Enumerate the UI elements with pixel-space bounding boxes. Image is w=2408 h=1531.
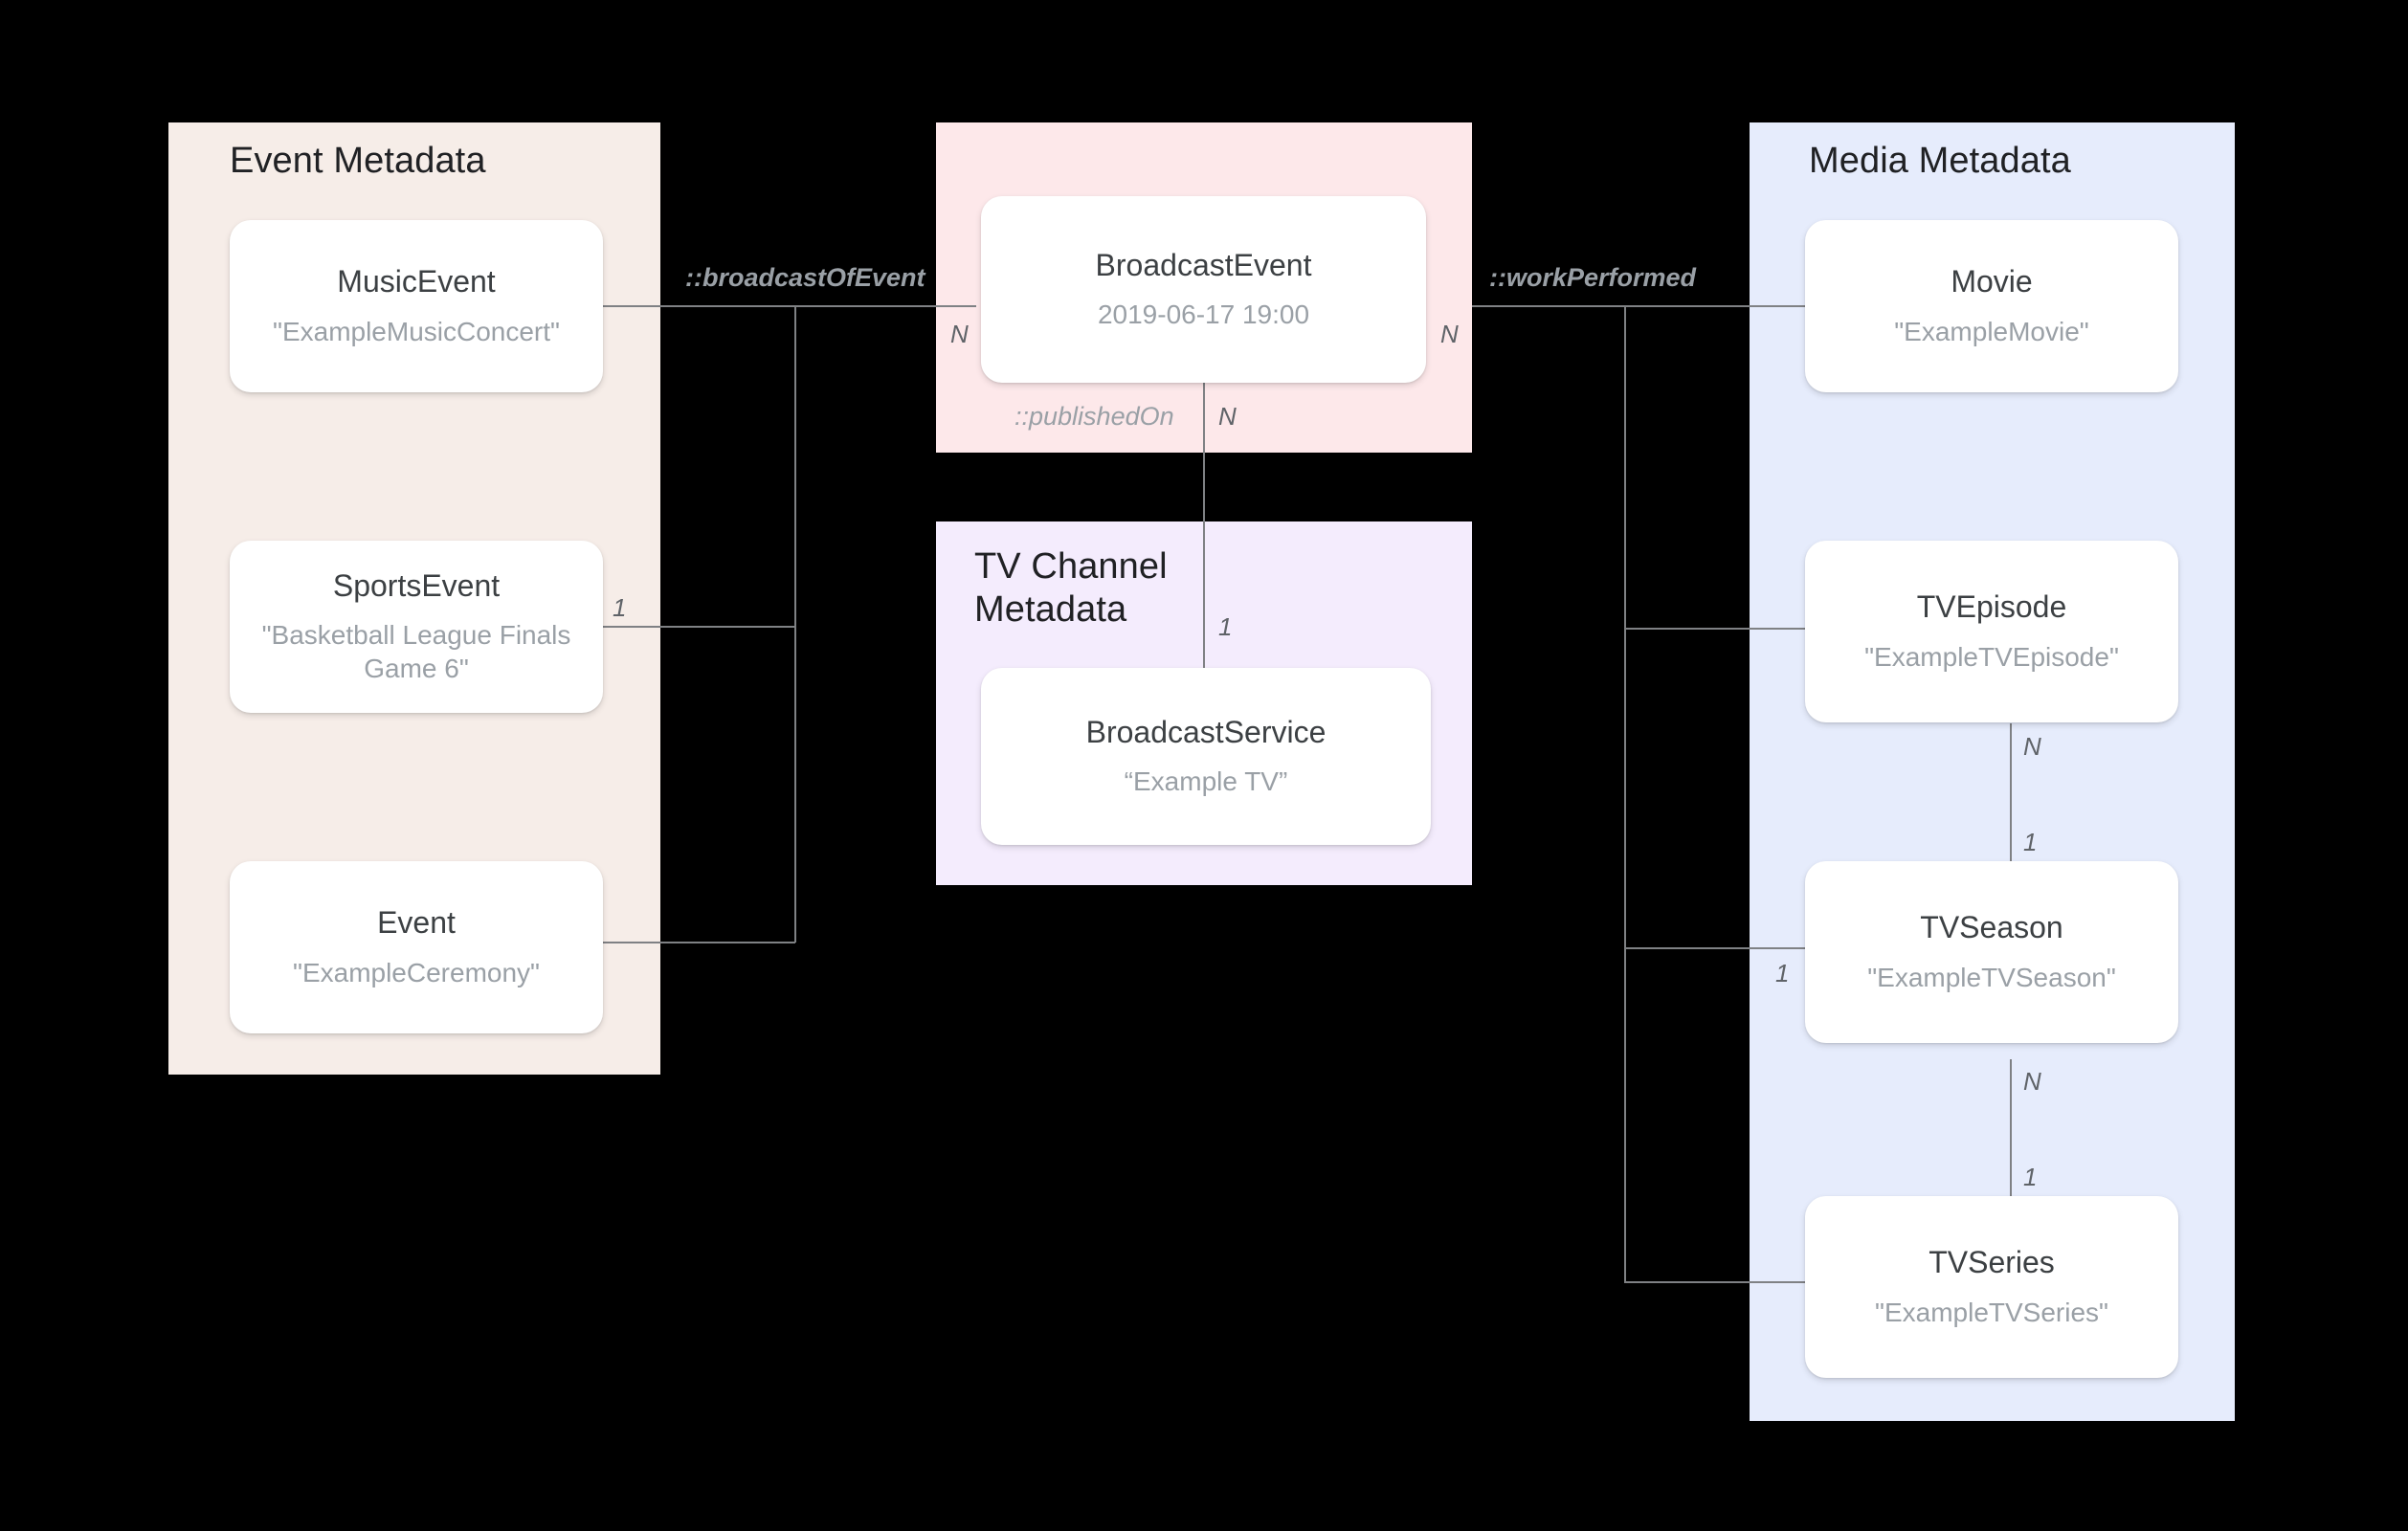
entity-value-tv-episode: "ExampleTVEpisode" xyxy=(1864,641,2119,672)
entity-card-tv-season[interactable]: TVSeason "ExampleTVSeason" xyxy=(1805,861,2178,1043)
connector-work-performed-main xyxy=(1472,305,1625,307)
multiplicity-broadcast-event-right: N xyxy=(1440,320,1459,348)
multiplicity-season-in-series-target: 1 xyxy=(2023,1163,2038,1191)
connector-work-performed-bus xyxy=(1624,306,1626,1283)
entity-type-broadcast-service: BroadcastService xyxy=(1085,714,1327,749)
connector-broadcast-of-event-main xyxy=(794,305,976,307)
group-tv-channel-metadata-title: TV Channel Metadata xyxy=(974,546,1168,630)
entity-card-movie[interactable]: Movie "ExampleMovie" xyxy=(1805,220,2178,392)
entity-card-broadcast-service[interactable]: BroadcastService “Example TV” xyxy=(981,668,1431,845)
entity-value-event: "ExampleCeremony" xyxy=(293,957,540,987)
connector-tv-episode-stub xyxy=(1624,628,1806,630)
entity-value-broadcast-event: 2019-06-17 19:00 xyxy=(1097,300,1310,330)
connector-season-series xyxy=(2010,1059,2012,1217)
entity-type-event: Event xyxy=(377,905,456,941)
entity-card-sports-event[interactable]: SportsEvent "Basketball League Finals Ga… xyxy=(230,541,603,713)
connector-tv-series-stub xyxy=(1624,1281,1806,1283)
connector-tv-season-stub xyxy=(1624,947,1806,949)
connector-broadcast-of-event-bus xyxy=(794,306,796,943)
entity-type-broadcast-event: BroadcastEvent xyxy=(1095,247,1312,282)
entity-card-music-event[interactable]: MusicEvent "ExampleMusicConcert" xyxy=(230,220,603,392)
multiplicity-season-in-series-source: N xyxy=(2023,1067,2041,1096)
entity-card-event[interactable]: Event "ExampleCeremony" xyxy=(230,861,603,1033)
connector-music-event-stub xyxy=(602,305,795,307)
group-media-metadata-title: Media Metadata xyxy=(1809,141,2071,181)
connector-published-on xyxy=(1203,381,1205,668)
connector-movie-stub xyxy=(1624,305,1806,307)
connector-sports-event-stub xyxy=(602,626,795,628)
multiplicity-tv-season-work-performed: 1 xyxy=(1775,959,1790,987)
entity-type-tv-season: TVSeason xyxy=(1920,910,2063,945)
multiplicity-episode-in-season-target: 1 xyxy=(2023,828,2038,856)
entity-value-tv-series: "ExampleTVSeries" xyxy=(1875,1297,2108,1327)
entity-card-broadcast-event[interactable]: BroadcastEvent 2019-06-17 19:00 xyxy=(981,196,1426,383)
group-event-metadata-title: Event Metadata xyxy=(230,141,486,181)
relationship-label-work-performed: ::workPerformed xyxy=(1489,263,1697,292)
entity-card-tv-episode[interactable]: TVEpisode "ExampleTVEpisode" xyxy=(1805,541,2178,722)
connector-event-stub xyxy=(602,942,795,943)
relationship-label-published-on: ::publishedOn xyxy=(1014,402,1174,431)
entity-value-sports-event: "Basketball League Finals Game 6" xyxy=(261,620,571,684)
entity-type-music-event: MusicEvent xyxy=(337,264,496,300)
entity-type-sports-event: SportsEvent xyxy=(332,568,501,604)
entity-value-movie: "ExampleMovie" xyxy=(1894,316,2089,346)
multiplicity-sports-event-to-broadcast: 1 xyxy=(613,593,627,622)
relationship-label-broadcast-of-event: ::broadcastOfEvent xyxy=(685,263,925,292)
entity-value-music-event: "ExampleMusicConcert" xyxy=(273,316,560,346)
entity-value-broadcast-service: “Example TV” xyxy=(1124,766,1288,797)
multiplicity-published-on-target: 1 xyxy=(1218,612,1233,641)
entity-type-tv-episode: TVEpisode xyxy=(1916,589,2067,625)
multiplicity-published-on-source: N xyxy=(1218,402,1237,431)
multiplicity-broadcast-event-left: N xyxy=(950,320,969,348)
entity-card-tv-series[interactable]: TVSeries "ExampleTVSeries" xyxy=(1805,1196,2178,1378)
entity-type-tv-series: TVSeries xyxy=(1929,1245,2055,1280)
connector-episode-season xyxy=(2010,723,2012,905)
entity-value-tv-season: "ExampleTVSeason" xyxy=(1867,962,2116,992)
entity-type-movie: Movie xyxy=(1951,264,2033,300)
multiplicity-episode-in-season-source: N xyxy=(2023,732,2041,761)
